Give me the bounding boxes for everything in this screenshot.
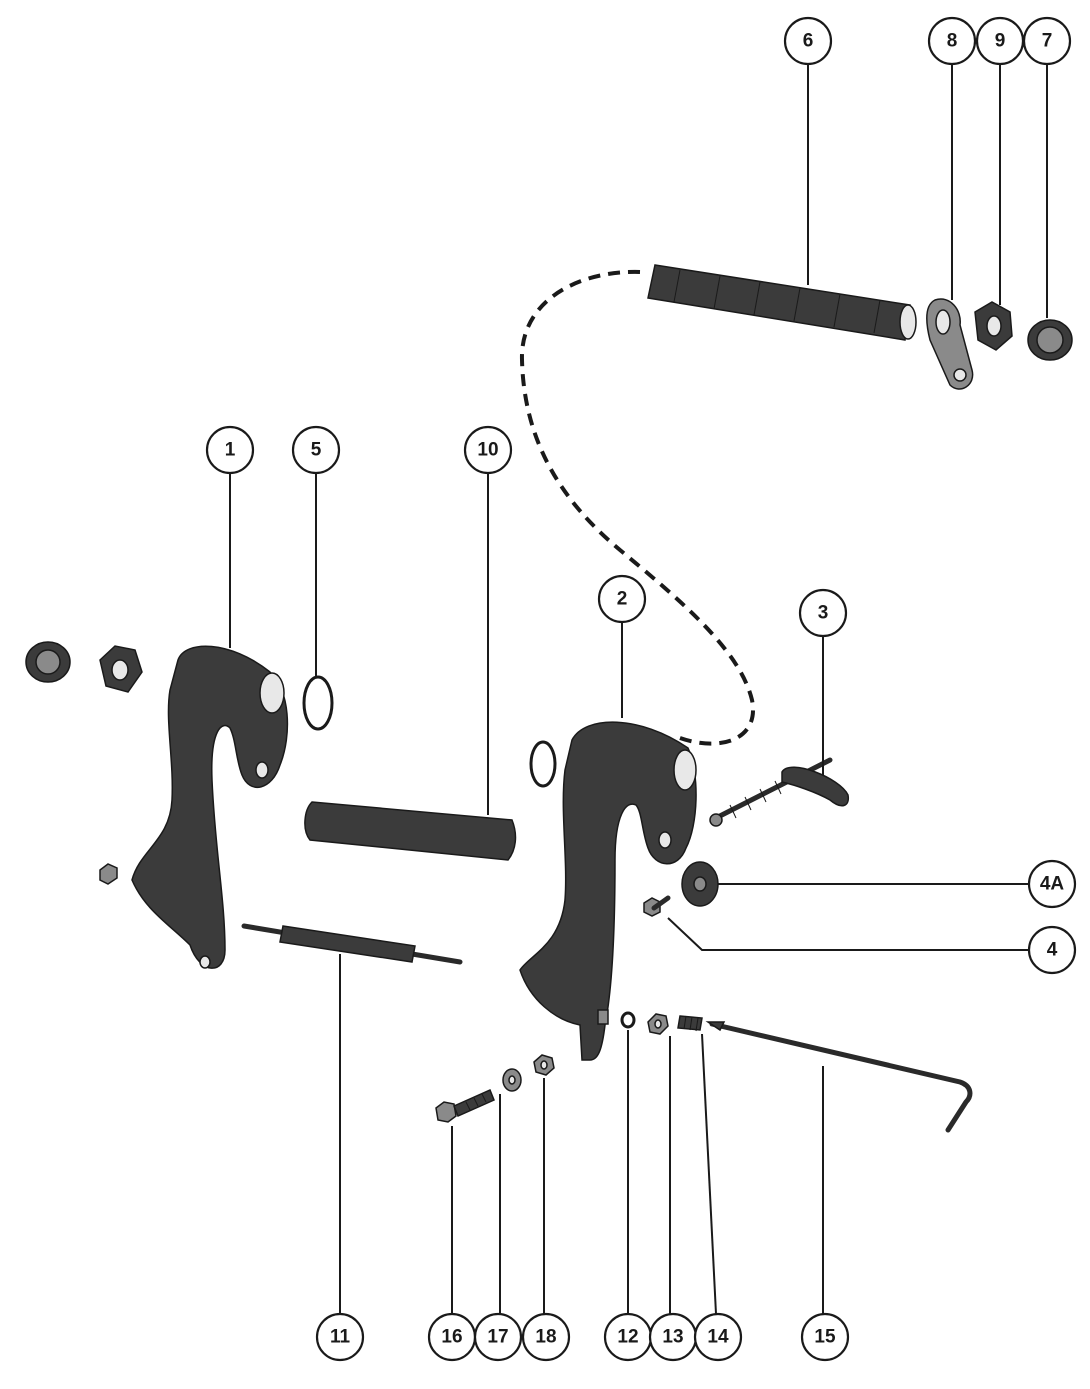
swivel-pad-part-4A — [681, 861, 719, 907]
spring-part-14 — [677, 1015, 703, 1032]
svg-text:6: 6 — [803, 31, 814, 52]
callout-4A: 4A — [1027, 859, 1077, 909]
svg-text:2: 2 — [617, 589, 628, 610]
svg-text:10: 10 — [477, 440, 498, 461]
washer-part-12 — [620, 1011, 636, 1029]
threaded-rod-part-11 — [241, 923, 463, 965]
dashed-connection-line — [519, 269, 756, 746]
svg-text:5: 5 — [311, 440, 322, 461]
t-handle-screw-part-3 — [709, 757, 850, 827]
bolt-part-16 — [435, 1088, 495, 1123]
callout-12: 12 — [603, 1312, 653, 1362]
svg-text:17: 17 — [487, 1327, 508, 1348]
callout-13: 13 — [648, 1312, 698, 1362]
svg-text:8: 8 — [947, 31, 958, 52]
washer-part-17 — [502, 1068, 522, 1092]
callout-17: 17 — [473, 1312, 523, 1362]
callout-14: 14 — [693, 1312, 743, 1362]
svg-text:7: 7 — [1042, 31, 1053, 52]
callout-18: 18 — [521, 1312, 571, 1362]
svg-text:3: 3 — [818, 603, 829, 624]
tab-washer-part-8 — [925, 298, 974, 390]
threaded-tube-part-6 — [647, 264, 917, 341]
small-nut-left — [99, 863, 118, 885]
nut-part-13 — [647, 1013, 669, 1035]
callout-5: 5 — [291, 425, 341, 475]
callout-3: 3 — [798, 588, 848, 638]
callout-11: 11 — [315, 1312, 365, 1362]
callout-8: 8 — [927, 16, 977, 66]
clamp-bracket-part-2 — [519, 721, 697, 1061]
callout-4: 4 — [1027, 925, 1077, 975]
callout-1: 1 — [205, 425, 255, 475]
hex-nut-part-9 — [974, 301, 1013, 351]
leader-lines — [229, 64, 1048, 1315]
bushing-part-7 — [1027, 319, 1073, 361]
o-ring-right — [529, 740, 557, 788]
callout-10: 10 — [463, 425, 513, 475]
callout-15: 15 — [800, 1312, 850, 1362]
svg-text:15: 15 — [814, 1327, 836, 1348]
callout-16: 16 — [427, 1312, 477, 1362]
callout-7: 7 — [1022, 16, 1072, 66]
svg-text:16: 16 — [441, 1327, 462, 1348]
pad-strip-part-10 — [304, 801, 517, 861]
screw-part-4 — [643, 895, 671, 917]
left-hex-nut — [99, 645, 143, 693]
svg-text:4: 4 — [1047, 940, 1058, 961]
svg-text:1: 1 — [225, 440, 236, 461]
clamp-bracket-part-1 — [131, 645, 289, 969]
o-ring-part-5 — [302, 675, 334, 731]
svg-text:13: 13 — [662, 1327, 683, 1348]
callout-6: 6 — [783, 16, 833, 66]
left-bushing — [25, 641, 71, 683]
callout-2: 2 — [597, 574, 647, 624]
svg-text:12: 12 — [617, 1327, 638, 1348]
svg-text:11: 11 — [330, 1327, 351, 1348]
nut-part-18 — [533, 1054, 555, 1076]
callout-9: 9 — [975, 16, 1025, 66]
svg-text:18: 18 — [535, 1327, 556, 1348]
svg-text:9: 9 — [995, 31, 1006, 52]
l-pin-part-15 — [705, 1021, 973, 1133]
svg-text:4A: 4A — [1040, 874, 1065, 895]
svg-text:14: 14 — [707, 1327, 729, 1348]
